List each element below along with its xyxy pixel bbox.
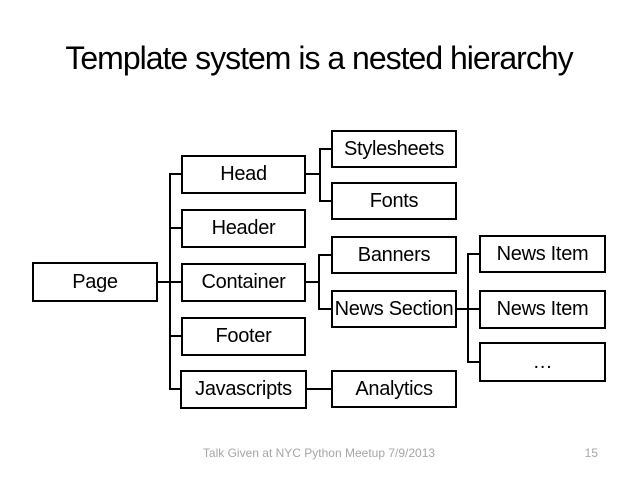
node-more-items: … [479,342,606,382]
connector-stub-news-section [318,308,331,310]
connector-stub-stylesheets [319,148,331,150]
connector-stub-banners [318,254,331,256]
connector-page-trunk [169,173,171,390]
node-stylesheets: Stylesheets [331,130,457,168]
node-head: Head [181,155,306,194]
node-header: Header [181,209,306,248]
node-javascripts: Javascripts [180,370,307,409]
connector-head-trunk [319,148,321,202]
node-footer: Footer [181,317,306,356]
connector-stub-more-items [467,361,479,363]
connector-head-out [306,173,321,175]
connector-javascripts-analytics [306,388,331,390]
connector-news-section-out [457,308,469,310]
connector-container-out [306,281,320,283]
node-fonts: Fonts [331,182,457,220]
connector-stub-news-item-2 [467,308,479,310]
node-news-item-2: News Item [479,290,606,329]
node-banners: Banners [331,236,457,274]
connector-stub-header [169,227,181,229]
connector-stub-footer [169,335,181,337]
node-analytics: Analytics [331,370,457,408]
slide-title: Template system is a nested hierarchy [65,40,573,76]
node-container: Container [181,263,306,302]
connector-stub-news-item-1 [467,253,479,255]
node-news-section: News Section [331,290,457,328]
connector-stub-head [169,173,181,175]
node-news-item-1: News Item [479,235,606,273]
page-number: 15 [584,446,598,460]
node-page: Page [32,262,158,302]
connector-container-trunk [318,254,320,310]
connector-stub-fonts [319,200,331,202]
connector-stub-javascripts [169,388,181,390]
footer-note: Talk Given at NYC Python Meetup 7/9/2013 [202,446,436,460]
